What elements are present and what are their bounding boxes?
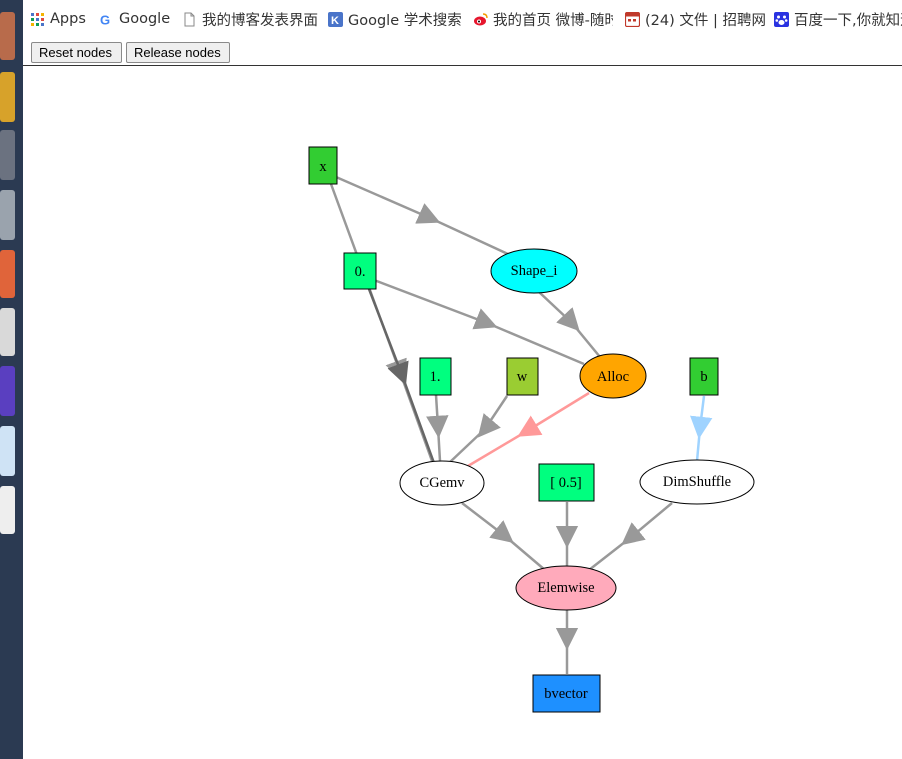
node-label: Elemwise — [537, 580, 594, 596]
launcher-app-icon[interactable] — [0, 190, 15, 240]
bookmark-blog[interactable]: 我的博客发表界面 — [182, 9, 319, 29]
launcher-app-icon[interactable] — [0, 366, 15, 416]
bookmark-label: 我的首页 微博-随时 — [493, 12, 613, 29]
edge-zero-cgemv — [367, 288, 436, 464]
node-cgemv[interactable]: CGemv — [399, 460, 485, 506]
edge-cgemv-elemwise — [461, 502, 546, 571]
node-label: bvector — [544, 686, 588, 702]
launcher-app-icon[interactable] — [0, 426, 15, 476]
node-zero[interactable]: 0. — [343, 252, 377, 290]
bookmark-label: 我的博客发表界面 — [202, 12, 318, 29]
page-icon — [184, 12, 195, 26]
node-alloc[interactable]: Alloc — [579, 353, 647, 399]
toolbar: Reset nodes Release nodes — [23, 36, 902, 66]
bookmark-google-scholar[interactable]: K Google 学术搜索 — [328, 9, 462, 29]
node-label: DimShuffle — [663, 474, 731, 490]
app-launcher — [0, 0, 23, 759]
edge-one-cgemv — [426, 394, 449, 462]
node-dimshuffle[interactable]: DimShuffle — [639, 459, 755, 505]
node-label: Alloc — [597, 369, 629, 385]
google-scholar-icon: K — [328, 11, 343, 27]
bookmark-apps[interactable]: Apps — [30, 9, 86, 29]
node-label: w — [517, 369, 528, 385]
bookmark-label: Apps — [50, 11, 86, 27]
launcher-app-icon[interactable] — [0, 72, 15, 122]
node-shape_i[interactable]: Shape_i — [490, 248, 578, 294]
release-nodes-button[interactable]: Release nodes — [126, 42, 230, 63]
node-bvector[interactable]: bvector — [532, 674, 601, 713]
launcher-app-icon[interactable] — [0, 12, 15, 60]
node-label: b — [700, 369, 707, 385]
baidu-icon — [774, 11, 789, 27]
launcher-app-icon[interactable] — [0, 486, 15, 534]
edge-dimshuffle-elemwise — [588, 502, 673, 571]
node-label: CGemv — [419, 475, 465, 491]
weibo-icon — [474, 12, 488, 25]
node-b[interactable]: b — [689, 357, 719, 396]
edge-x-shape_i — [335, 175, 511, 257]
bookmark-google[interactable]: G Google — [99, 9, 170, 29]
svg-text:K: K — [331, 15, 339, 27]
node-label: 0. — [355, 264, 366, 280]
edge-alloc-cgemv — [467, 391, 590, 468]
bookmark-label: Google 学术搜索 — [348, 12, 462, 29]
node-label: Shape_i — [511, 263, 558, 279]
launcher-app-icon[interactable] — [0, 130, 15, 180]
edge-shape_i-alloc — [538, 291, 601, 358]
calendar-icon — [625, 11, 640, 27]
bookmark-label: 百度一下,你就知道 — [794, 12, 902, 29]
node-label: 1. — [430, 369, 441, 385]
node-elemwise[interactable]: Elemwise — [515, 565, 617, 611]
reset-nodes-button[interactable]: Reset nodes — [31, 42, 122, 63]
bookmark-recruit[interactable]: (24) 文件 | 招聘网 — [625, 9, 766, 29]
bookmarks-bar: Apps G Google 我的博客发表界面 K Google 学术搜索 — [23, 0, 902, 36]
node-label: [ 0.5] — [550, 475, 581, 491]
google-icon: G — [100, 12, 110, 27]
apps-grid-icon — [31, 12, 44, 26]
node-x[interactable]: x — [308, 146, 338, 185]
node-one[interactable]: 1. — [419, 357, 452, 396]
svg-text:G: G — [100, 12, 110, 27]
bookmark-label: Google — [119, 11, 171, 27]
launcher-app-icon[interactable] — [0, 308, 15, 356]
bookmark-weibo[interactable]: 我的首页 微博-随时 — [473, 9, 613, 29]
node-w[interactable]: w — [506, 357, 539, 396]
bookmark-baidu[interactable]: 百度一下,你就知道 — [774, 9, 902, 29]
node-label: x — [319, 159, 327, 175]
edge-b-dimshuffle — [690, 395, 713, 462]
edge-w-cgemv — [448, 395, 509, 464]
launcher-app-icon[interactable] — [0, 250, 15, 298]
node-half[interactable]: [ 0.5] — [538, 463, 595, 502]
edge-zero-alloc — [373, 278, 585, 366]
bookmark-label: (24) 文件 | 招聘网 — [645, 12, 766, 29]
